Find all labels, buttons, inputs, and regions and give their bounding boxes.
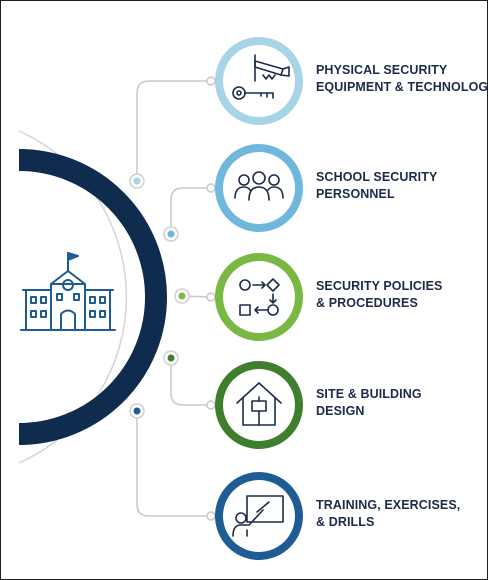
hub-arc xyxy=(18,149,167,445)
connector-line-training-exercises xyxy=(136,411,211,517)
label-policies-procedures: SECURITY POLICIES & PROCEDURES xyxy=(316,278,443,312)
arc-dot-physical-security xyxy=(129,173,145,189)
label-line: SECURITY POLICIES xyxy=(316,279,443,293)
connector-line-physical-security xyxy=(136,80,211,181)
label-line: & PROCEDURES xyxy=(316,296,418,310)
label-security-personnel: SCHOOL SECURITY PERSONNEL xyxy=(316,169,437,203)
label-line: SITE & BUILDING xyxy=(316,387,422,401)
arc-dot-site-building-design xyxy=(163,350,179,366)
arc-dot-security-personnel xyxy=(163,226,179,242)
connector-line-security-personnel xyxy=(170,187,211,234)
icon-circle-policies-procedures xyxy=(215,253,303,341)
label-physical-security: PHYSICAL SECURITY EQUIPMENT & TECHNOLOGY xyxy=(316,62,488,96)
junction-dot-site-building-design xyxy=(206,400,216,410)
junction-dot-physical-security xyxy=(206,76,216,86)
label-site-building-design: SITE & BUILDING DESIGN xyxy=(316,386,422,420)
icon-circle-site-building-design xyxy=(215,361,303,449)
icon-circle-security-personnel xyxy=(215,144,303,232)
label-line: DESIGN xyxy=(316,404,365,418)
label-line: PHYSICAL SECURITY xyxy=(316,63,448,77)
people-group-icon xyxy=(234,171,284,201)
school-building-icon xyxy=(20,252,116,331)
icon-circle-physical-security xyxy=(215,37,303,125)
whiteboard-trainer-icon xyxy=(232,495,284,537)
label-line: TRAINING, EXERCISES, xyxy=(316,498,461,512)
arc-dot-training-exercises xyxy=(129,403,145,419)
icon-circles xyxy=(215,37,303,560)
label-training-exercises: TRAINING, EXERCISES, & DRILLS xyxy=(316,497,460,531)
arc-dot-policies-procedures xyxy=(174,288,190,304)
label-line: EQUIPMENT & TECHNOLOGY xyxy=(316,80,488,94)
label-line: & DRILLS xyxy=(316,515,375,529)
label-line: SCHOOL SECURITY xyxy=(316,170,438,184)
process-flow-icon xyxy=(239,278,280,316)
connector-line-site-building-design xyxy=(170,358,211,406)
label-line: PERSONNEL xyxy=(316,187,395,201)
junction-dot-security-personnel xyxy=(206,183,216,193)
camera-key-icon xyxy=(232,54,290,100)
junction-dot-training-exercises xyxy=(206,511,216,521)
icon-circle-training-exercises xyxy=(215,472,303,560)
house-blueprint-icon xyxy=(236,382,282,426)
connector-dots xyxy=(129,173,190,419)
junction-dot-policies-procedures xyxy=(206,292,216,302)
